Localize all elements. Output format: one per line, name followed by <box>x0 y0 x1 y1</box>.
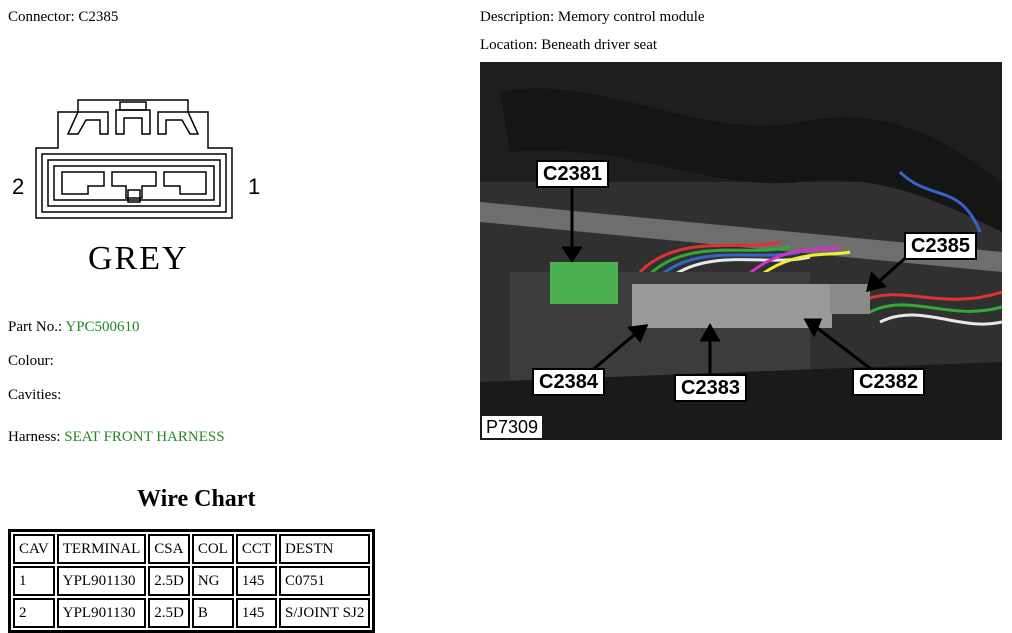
cell-cav: 1 <box>13 566 55 596</box>
header-terminal: TERMINAL <box>56 534 147 564</box>
cavities-label: Cavities: <box>8 387 62 403</box>
table-row: 1 YPL901130 2.5D NG 145 C0751 <box>13 566 371 596</box>
connector-value: C2385 <box>78 9 119 25</box>
location-photo: C2381 C2385 C2384 C2383 C2382 P7309 <box>480 62 1002 440</box>
cell-cct: 145 <box>235 566 278 596</box>
header-csa: CSA <box>148 534 190 564</box>
callout-c2383: C2383 <box>674 374 747 402</box>
colour-label: Colour: <box>8 353 54 369</box>
description-value: Memory control module <box>557 9 705 25</box>
cell-terminal: YPL901130 <box>56 566 147 596</box>
location-line: Location: Beneath driver seat <box>480 36 657 54</box>
table-header-row: CAV TERMINAL CSA COL CCT DESTN <box>13 534 371 564</box>
pin-2-label: 2 <box>12 174 25 199</box>
description-label: Description: <box>480 9 555 25</box>
harness-label: Harness: <box>8 429 61 445</box>
pin-1-label: 1 <box>248 174 261 199</box>
connector-colour-text: GREY <box>88 240 189 277</box>
callout-c2384: C2384 <box>532 368 605 396</box>
part-no-link[interactable]: YPC500610 <box>65 319 140 335</box>
header-cct: CCT <box>235 534 278 564</box>
callout-c2382: C2382 <box>852 368 925 396</box>
location-label: Location: <box>480 37 538 53</box>
connector-face-drawing <box>35 99 233 219</box>
callout-c2381: C2381 <box>536 160 609 188</box>
wire-chart-title: Wire Chart <box>137 486 256 512</box>
connector-line: Connector: C2385 <box>8 8 118 26</box>
header-cav: CAV <box>13 534 55 564</box>
cell-destn: C0751 <box>279 566 371 596</box>
harness-line: Harness: SEAT FRONT HARNESS <box>8 428 225 446</box>
cell-csa: 2.5D <box>148 566 190 596</box>
part-no-line: Part No.: YPC500610 <box>8 318 140 336</box>
connector-label: Connector: <box>8 9 75 25</box>
callout-c2385: C2385 <box>904 232 977 260</box>
header-col: COL <box>191 534 234 564</box>
harness-link[interactable]: SEAT FRONT HARNESS <box>64 429 225 445</box>
description-line: Description: Memory control module <box>480 8 705 26</box>
wire-chart-table: CAV TERMINAL CSA COL CCT DESTN 1 YPL9011… <box>8 529 376 633</box>
header-destn: DESTN <box>279 534 371 564</box>
cell-col: NG <box>191 566 234 596</box>
photo-reference: P7309 <box>482 416 543 438</box>
part-no-label: Part No.: <box>8 319 63 335</box>
location-value: Beneath driver seat <box>541 37 658 53</box>
